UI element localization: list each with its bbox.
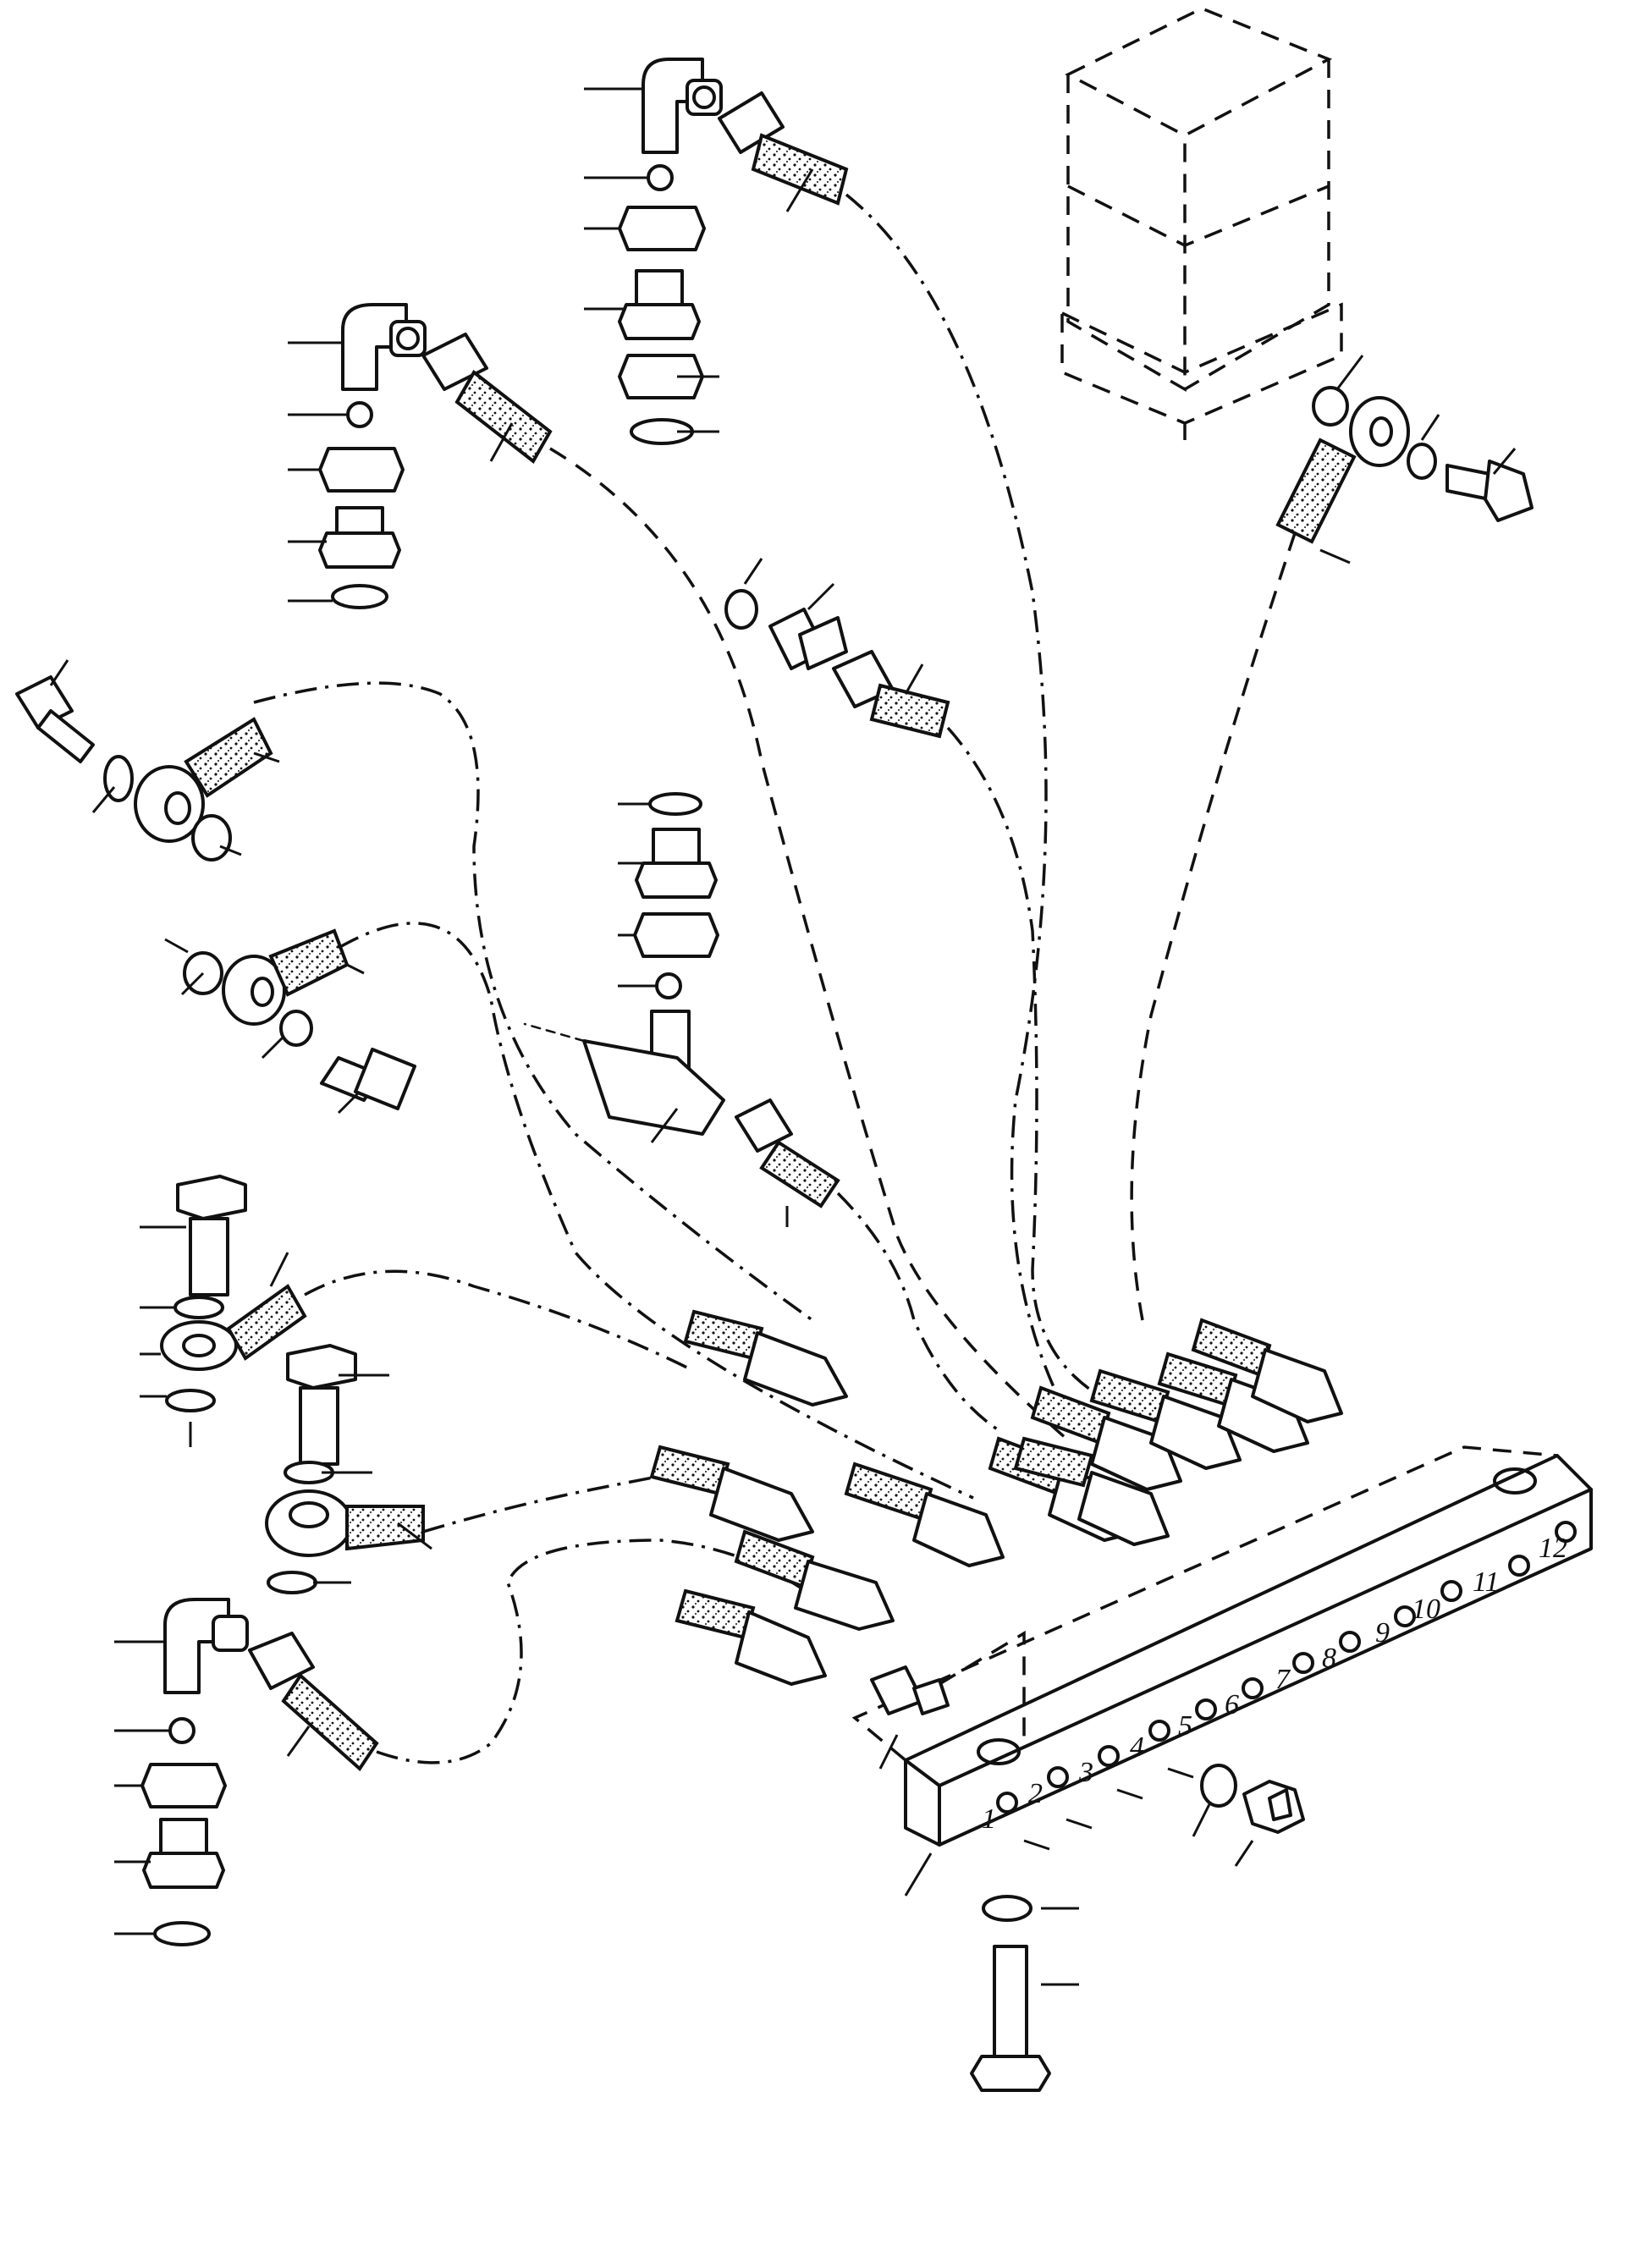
hose-end-h — [1089, 1368, 1242, 1470]
adapter-top — [618, 269, 701, 340]
nut-upper-left — [318, 447, 405, 493]
ball-upper-left — [346, 401, 373, 428]
banjo-bolt-vertical-left — [176, 1175, 247, 1296]
nut-tee — [633, 912, 719, 958]
washer-tee-top — [648, 792, 702, 816]
adapter-manifold-left — [870, 1665, 950, 1715]
leaders-left-2 — [164, 938, 365, 1115]
hose-end-center-mid — [832, 650, 950, 739]
leaders-vertical-left — [140, 1225, 289, 1447]
ball-lower-left — [168, 1717, 195, 1744]
washer-left-1b — [191, 814, 232, 862]
ball-top — [647, 164, 674, 191]
leaders-right — [1319, 355, 1517, 564]
port-label-1: 1 — [982, 1803, 996, 1835]
hose-end-lower-left — [248, 1632, 379, 1772]
hose-end-upper-left — [421, 333, 553, 464]
hose-end-a — [683, 1309, 848, 1407]
nut-top-lower — [618, 354, 704, 399]
port-label-7: 7 — [1275, 1664, 1291, 1695]
leaders-vertical-center — [313, 1373, 432, 1584]
hose-end-tee — [735, 1098, 840, 1208]
pump-housing-outline — [1060, 7, 1343, 440]
port-label-11: 11 — [1473, 1566, 1499, 1598]
washer-vertical-left-a — [173, 1296, 224, 1319]
leaders-center-mid — [743, 558, 924, 695]
hose-end-b — [649, 1445, 814, 1542]
hose-end-top — [718, 91, 849, 206]
banjo-eye-right — [1275, 396, 1410, 544]
manifold-ports — [996, 1521, 1577, 1814]
washer-vertical-center-b — [267, 1571, 317, 1594]
washer-lower-left — [153, 1921, 211, 1946]
banjo-bolt-left-1 — [15, 675, 95, 763]
adapter-upper-left — [318, 506, 401, 569]
leaders-tee — [618, 802, 789, 1227]
banjo-eye-left-1 — [134, 717, 273, 843]
port-label-12: 12 — [1539, 1533, 1567, 1564]
elbow-fitting-lower-left — [163, 1598, 249, 1694]
washer-upper-left — [331, 584, 388, 609]
port-label-9: 9 — [1375, 1617, 1390, 1649]
port-label-3: 3 — [1078, 1757, 1093, 1788]
banjo-eye-left-2 — [183, 928, 350, 1047]
banjo-bolt-right — [1446, 460, 1534, 522]
port-label-8: 8 — [1322, 1643, 1336, 1674]
port-label-4: 4 — [1130, 1731, 1144, 1763]
port-label-2: 2 — [1028, 1778, 1043, 1809]
washer-plug-side — [1200, 1764, 1237, 1808]
washer-right-a — [1312, 386, 1349, 427]
port-label-10: 10 — [1412, 1594, 1440, 1625]
hose-end-group — [649, 1309, 1343, 1686]
leaders-left-1 — [49, 659, 280, 856]
ball-tee — [655, 972, 682, 999]
port-label-6: 6 — [1225, 1689, 1239, 1720]
leaders-top — [584, 87, 814, 433]
washer-right-b — [1407, 443, 1437, 480]
adapter-tee-top — [635, 828, 718, 899]
washer-center-mid — [724, 589, 758, 630]
banjo-eye-vertical-center — [265, 1489, 425, 1557]
hose-end-c — [844, 1462, 1005, 1567]
nut-top — [618, 206, 706, 251]
washer-vertical-left-b — [165, 1389, 216, 1412]
hose-end-g — [1030, 1385, 1182, 1491]
elbow-fitting-upper-left — [341, 303, 427, 391]
banjo-bolt-left-2 — [320, 1048, 416, 1110]
washer-manifold-bottom — [982, 1895, 1032, 1922]
hose-end-e — [675, 1588, 827, 1686]
leaders-upper-left — [288, 341, 514, 603]
hose-end-d — [734, 1529, 895, 1631]
port-label-5: 5 — [1178, 1710, 1192, 1742]
leaders-manifold — [878, 1734, 1254, 1986]
leaders-lower-left — [114, 1640, 311, 1935]
hose-end-k — [1013, 1436, 1170, 1546]
hose-end-j — [1191, 1318, 1343, 1423]
banjo-eye-vertical-left — [160, 1284, 307, 1371]
mounting-bolt — [970, 1945, 1051, 2092]
adapter-lower-left — [142, 1818, 225, 1889]
tee-fitting — [523, 1010, 725, 1136]
distribution-manifold — [851, 1445, 1593, 1847]
adapter-center-mid — [768, 608, 848, 670]
hose-routing — [253, 193, 1297, 1764]
banjo-bolt-vertical-center — [286, 1344, 357, 1466]
plug-bolt-side — [1242, 1780, 1305, 1834]
elbow-fitting-top — [642, 58, 723, 154]
nut-lower-left — [140, 1763, 227, 1808]
manifold-port-labels: 1 2 3 4 5 6 7 8 9 10 11 12 — [982, 1533, 1567, 1835]
